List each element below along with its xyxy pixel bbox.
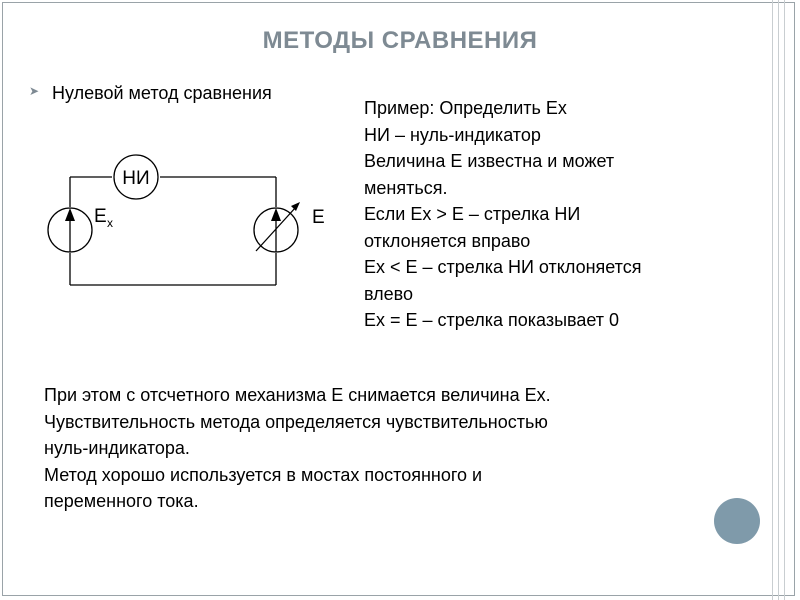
example-line: Ex < E – стрелка НИ отклоняется [364,257,642,277]
right-rail-line [784,0,785,600]
source-ex-label: E [94,206,107,227]
example-line: отклоняется вправо [364,230,531,251]
right-rail-line [772,0,773,600]
bullet-arrow-icon: ➤ [29,84,40,98]
slide-title: МЕТОДЫ СРАВНЕНИЯ [262,27,538,54]
source-e-label: E [312,207,325,228]
arrow-up-icon [271,208,281,221]
decorative-circle [714,498,760,544]
source-ex-subscript: x [107,216,113,230]
example-text-block: Пример: Определить Ex НИ – нуль-индикато… [364,95,724,334]
body-text-block: При этом с отсчетного механизма E снимае… [44,382,724,515]
body-line: нуль-индикатора. [44,438,190,458]
circuit-diagram: НИ E x E [47,154,325,286]
null-indicator-label: НИ [122,168,149,189]
example-line: Пример: Определить Ex [364,98,567,118]
body-line: Метод хорошо используется в мостах посто… [44,464,483,485]
body-line: переменного тока. [44,491,199,511]
null-indicator-circle [113,154,159,200]
arrow-up-icon [65,208,75,221]
right-rail-line [778,0,779,600]
example-line: НИ – нуль-индикатор [364,124,541,145]
example-line: Величина E известна и может [364,151,615,171]
example-line: Ex = E – стрелка показывает 0 [364,310,620,330]
example-line: Если Ex > E – стрелка НИ [364,204,581,224]
example-line: меняться. [364,177,448,198]
body-line: Чувствительность метода определяется чув… [44,411,548,432]
bullet-text: Нулевой метод сравнения [52,83,272,103]
variable-arrow [255,206,297,252]
arrow-head-icon [291,202,300,211]
body-line: При этом с отсчетного механизма E снимае… [44,385,551,405]
example-line: влево [364,283,414,304]
